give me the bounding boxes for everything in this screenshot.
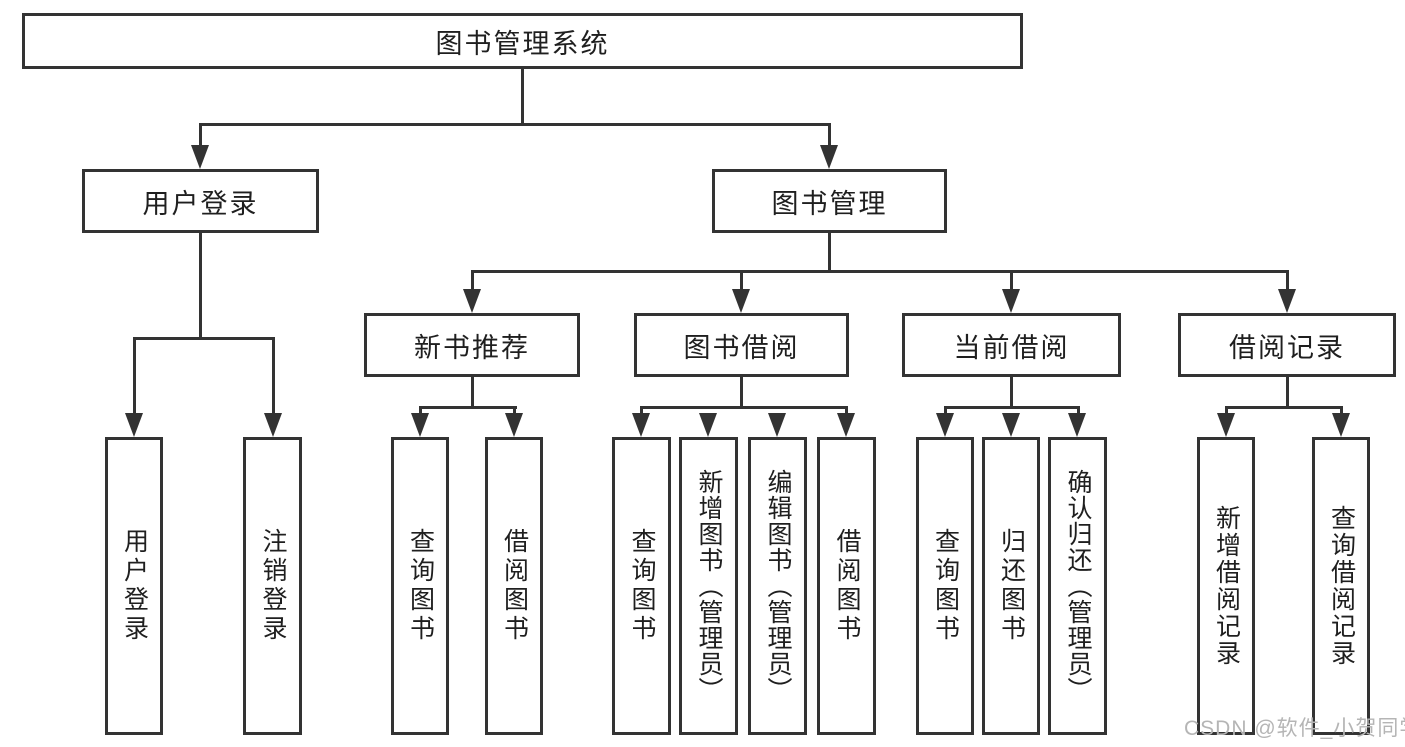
connector-line	[471, 270, 474, 291]
connector-line	[640, 406, 848, 409]
connector-line	[471, 377, 474, 406]
connector-line	[1225, 406, 1343, 409]
node-root-library-system: 图书管理系统	[22, 13, 1023, 69]
arrow-down-icon	[1217, 413, 1235, 437]
connector-line	[272, 337, 275, 415]
leaf-add-borrow-record: 新增借阅记录	[1197, 437, 1255, 735]
arrow-down-icon	[1068, 413, 1086, 437]
connector-line	[1010, 270, 1013, 291]
node-new-book-recommendation: 新书推荐	[364, 313, 580, 377]
connector-line	[199, 233, 202, 337]
connector-line	[133, 337, 136, 415]
connector-line	[199, 123, 831, 126]
leaf-query-books-current: 查询图书	[916, 437, 974, 735]
connector-line	[740, 377, 743, 406]
connector-line	[1225, 406, 1228, 416]
csdn-watermark: CSDN @软件_小贺同学	[1184, 717, 1405, 740]
connector-line	[740, 270, 743, 291]
connector-line	[199, 123, 202, 147]
arrow-down-icon	[1002, 413, 1020, 437]
leaf-logout: 注销登录	[243, 437, 302, 735]
leaf-return-books: 归还图书	[982, 437, 1040, 735]
arrow-down-icon	[1002, 289, 1020, 313]
leaf-edit-books-admin: 编辑图书（管理员）	[748, 437, 807, 735]
connector-line	[521, 69, 524, 123]
connector-line	[845, 406, 848, 416]
arrow-down-icon	[125, 413, 143, 437]
connector-line	[944, 406, 947, 416]
leaf-user-login: 用户登录	[105, 437, 163, 735]
connector-line	[944, 406, 1080, 409]
arrow-down-icon	[699, 413, 717, 437]
connector-line	[828, 123, 831, 147]
connector-line	[828, 233, 831, 270]
arrow-down-icon	[732, 289, 750, 313]
connector-line	[419, 406, 422, 416]
arrow-down-icon	[264, 413, 282, 437]
node-book-management-group: 图书管理	[712, 169, 947, 233]
arrow-down-icon	[632, 413, 650, 437]
leaf-borrow-books-recommend: 借阅图书	[485, 437, 543, 735]
leaf-query-books-recommend: 查询图书	[391, 437, 449, 735]
arrow-down-icon	[191, 145, 209, 169]
leaf-borrow-books: 借阅图书	[817, 437, 876, 735]
leaf-query-borrow-record: 查询借阅记录	[1312, 437, 1370, 735]
arrow-down-icon	[505, 413, 523, 437]
arrow-down-icon	[411, 413, 429, 437]
connector-line	[133, 337, 275, 340]
connector-line	[1340, 406, 1343, 416]
leaf-query-books-borrow: 查询图书	[612, 437, 671, 735]
connector-line	[1077, 406, 1080, 416]
arrow-down-icon	[768, 413, 786, 437]
leaf-confirm-return-admin: 确认归还（管理员）	[1048, 437, 1107, 735]
node-current-borrowing: 当前借阅	[902, 313, 1121, 377]
arrow-down-icon	[936, 413, 954, 437]
node-user-login-group: 用户登录	[82, 169, 319, 233]
arrow-down-icon	[837, 413, 855, 437]
arrow-down-icon	[820, 145, 838, 169]
node-book-borrowing: 图书借阅	[634, 313, 849, 377]
arrow-down-icon	[463, 289, 481, 313]
connector-line	[471, 270, 1289, 273]
connector-line	[1286, 270, 1289, 291]
arrow-down-icon	[1278, 289, 1296, 313]
connector-line	[1286, 377, 1289, 406]
arrow-down-icon	[1332, 413, 1350, 437]
connector-line	[513, 406, 516, 416]
connector-line	[419, 406, 517, 409]
leaf-add-books-admin: 新增图书（管理员）	[679, 437, 738, 735]
connector-line	[640, 406, 643, 416]
connector-line	[1010, 377, 1013, 406]
node-borrowing-records: 借阅记录	[1178, 313, 1396, 377]
